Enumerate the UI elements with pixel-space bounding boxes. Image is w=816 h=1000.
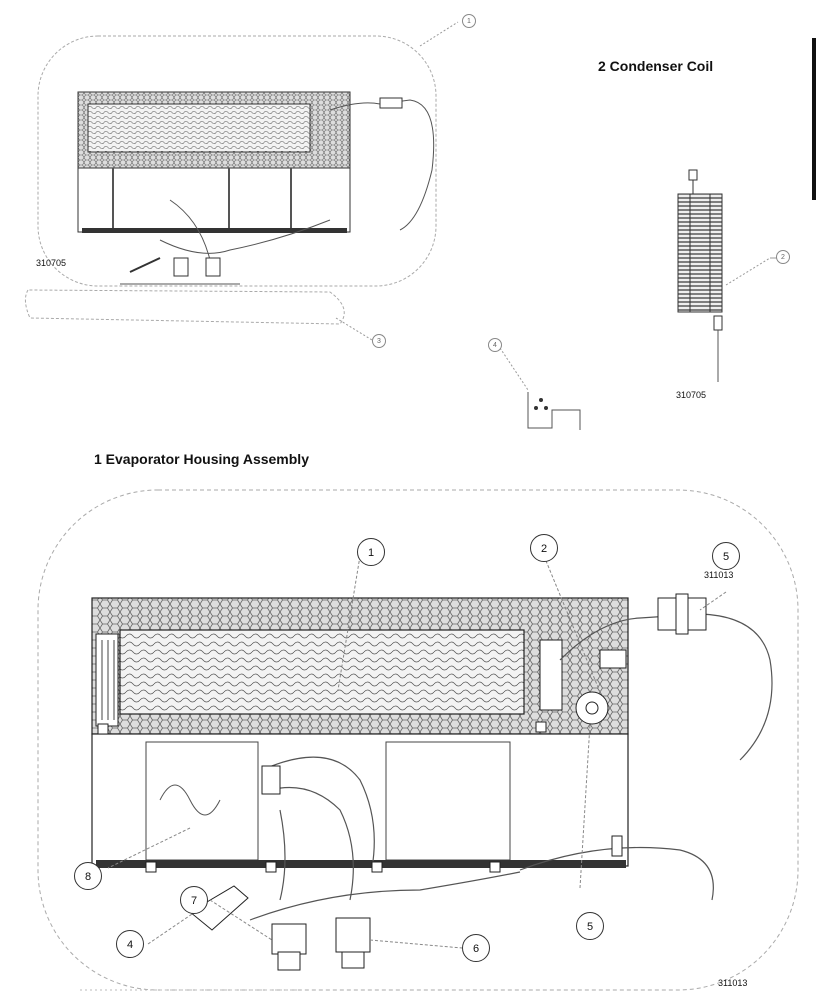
callout-small-1: 1 <box>462 14 476 28</box>
callout-main-4: 4 <box>116 930 144 958</box>
callout-main-2: 2 <box>530 534 558 562</box>
condenser-coil-figure <box>677 169 778 382</box>
evaporator-small-figure <box>24 21 459 341</box>
callout-main-5: 5 <box>576 912 604 940</box>
callout-small-4: 4 <box>488 338 502 352</box>
evaporator-main-part-code-bottom: 311013 <box>718 978 748 988</box>
callout-main-1: 1 <box>357 538 385 566</box>
callout-main-3: 5 <box>712 542 740 570</box>
evaporator-small-part-code: 310705 <box>36 258 67 268</box>
evaporator-housing-title: 1 Evaporator Housing Assembly <box>94 451 309 467</box>
callout-main-6: 6 <box>462 934 490 962</box>
callout-small-3: 3 <box>372 334 386 348</box>
condenser-part-code: 310705 <box>676 390 707 400</box>
bracket-part <box>499 347 581 430</box>
condenser-coil-title: 2 Condenser Coil <box>598 58 714 74</box>
callout-main-8: 8 <box>74 862 102 890</box>
page-edge-bar <box>812 38 816 200</box>
callout-main-7: 7 <box>180 886 208 914</box>
evaporator-main-figure <box>37 489 799 991</box>
callout-condenser-2: 2 <box>776 250 790 264</box>
evaporator-main-part-code-top: 311013 <box>704 570 734 580</box>
